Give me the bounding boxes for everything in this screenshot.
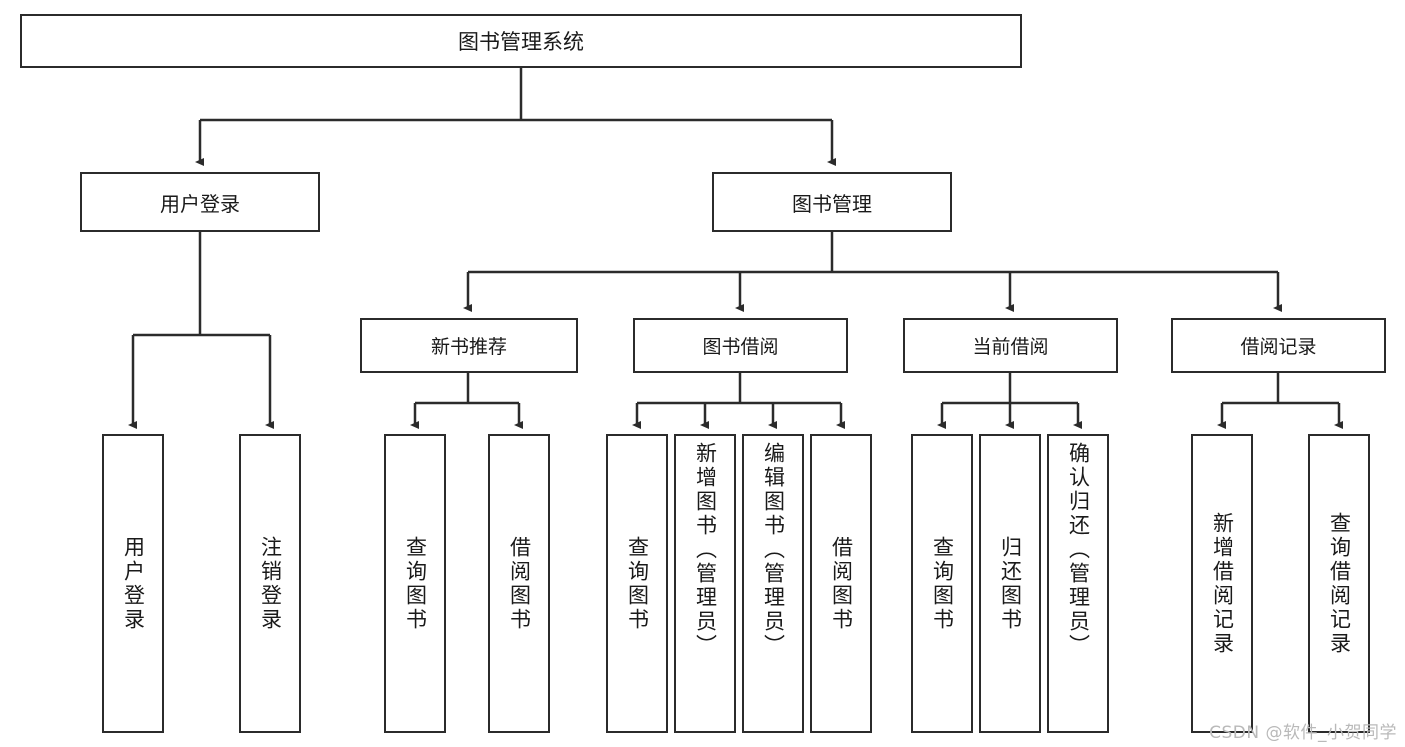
node-current-borrow[interactable]: 当前借阅 [903,318,1118,373]
node-root-system[interactable]: 图书管理系统 [20,14,1022,68]
leaf-return-book[interactable]: 归还图书 [979,434,1041,733]
node-label: 图书管理系统 [458,30,584,54]
leaf-label: 确认归还（管理员） [1066,442,1091,658]
leaf-label: 编辑图书（管理员） [761,442,786,658]
watermark: CSDN @软件_小贺同学 [1209,723,1397,743]
leaf-add-book-admin[interactable]: 新增图书（管理员） [674,434,736,733]
leaf-label: 归还图书 [998,535,1023,632]
node-borrow-records[interactable]: 借阅记录 [1171,318,1386,373]
leaf-label: 借阅图书 [829,535,854,632]
leaf-label: 查询借阅记录 [1327,511,1352,656]
leaf-query-borrow-record[interactable]: 查询借阅记录 [1308,434,1370,733]
leaf-borrow-book[interactable]: 借阅图书 [810,434,872,733]
node-book-management[interactable]: 图书管理 [712,172,952,232]
leaf-borrow-book-recommend[interactable]: 借阅图书 [488,434,550,733]
leaf-confirm-return-admin[interactable]: 确认归还（管理员） [1047,434,1109,733]
leaf-label: 新增借阅记录 [1210,511,1235,656]
leaf-label: 查询图书 [403,535,428,632]
node-label: 图书管理 [792,191,872,216]
node-label: 当前借阅 [972,336,1049,358]
leaf-label: 查询图书 [930,535,955,632]
leaf-user-login[interactable]: 用户登录 [102,434,164,733]
leaf-add-borrow-record[interactable]: 新增借阅记录 [1191,434,1253,733]
leaf-edit-book-admin[interactable]: 编辑图书（管理员） [742,434,804,733]
leaf-query-book-recommend[interactable]: 查询图书 [384,434,446,733]
node-new-book-recommend[interactable]: 新书推荐 [360,318,578,373]
leaf-label: 新增图书（管理员） [693,442,718,658]
node-label: 借阅记录 [1240,336,1317,358]
node-user-login[interactable]: 用户登录 [80,172,320,232]
leaf-label: 用户登录 [121,535,146,632]
node-label: 用户登录 [160,191,240,216]
leaf-user-logout[interactable]: 注销登录 [239,434,301,733]
leaf-label: 注销登录 [258,535,283,632]
leaf-label: 借阅图书 [507,535,532,632]
leaf-query-book-borrow[interactable]: 查询图书 [606,434,668,733]
node-book-borrow[interactable]: 图书借阅 [633,318,848,373]
leaf-label: 查询图书 [625,535,650,632]
leaf-query-book-current[interactable]: 查询图书 [911,434,973,733]
node-label: 图书借阅 [702,336,779,358]
node-label: 新书推荐 [430,336,507,358]
